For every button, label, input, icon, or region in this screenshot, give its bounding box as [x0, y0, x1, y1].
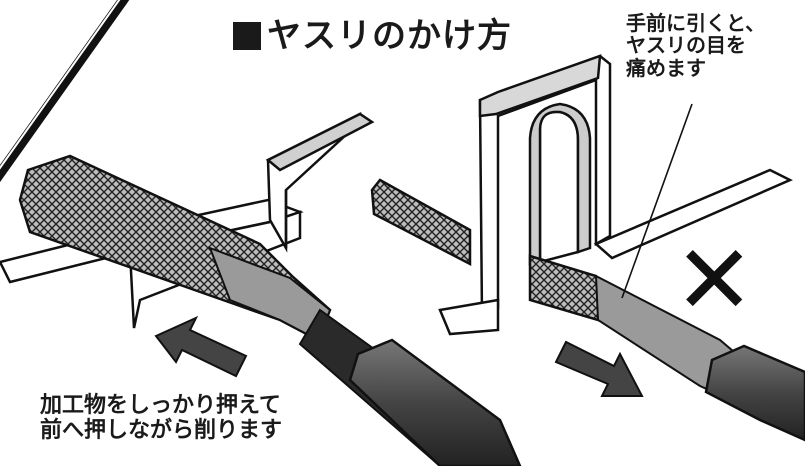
- warning-note-line-1: 手前に引くと、: [626, 11, 766, 35]
- instruction-note-line-1: 加工物をしっかり押えて: [40, 393, 281, 418]
- warning-note: 手前に引くと、 ヤスリの目を 痛めます: [626, 11, 766, 80]
- instruction-note: 加工物をしっかり押えて 前へ押しながら削ります: [40, 393, 283, 443]
- right-workpiece: [438, 54, 793, 336]
- x-mark-icon: ✕: [674, 224, 755, 336]
- page-title: ヤスリのかけ方: [233, 8, 512, 57]
- black-square-icon: [233, 22, 261, 50]
- corner-rod: [0, 0, 130, 183]
- instruction-note-line-2: 前へ押しながら削ります: [40, 417, 283, 443]
- warning-note-line-3: 痛めます: [626, 55, 706, 80]
- warning-note-line-2: ヤスリの目を: [626, 33, 746, 58]
- push-arrow-icon: [154, 315, 248, 378]
- callout-line: [621, 103, 693, 299]
- pull-arrow-icon: [554, 340, 644, 397]
- left-file: [18, 154, 522, 466]
- right-file: [370, 178, 805, 442]
